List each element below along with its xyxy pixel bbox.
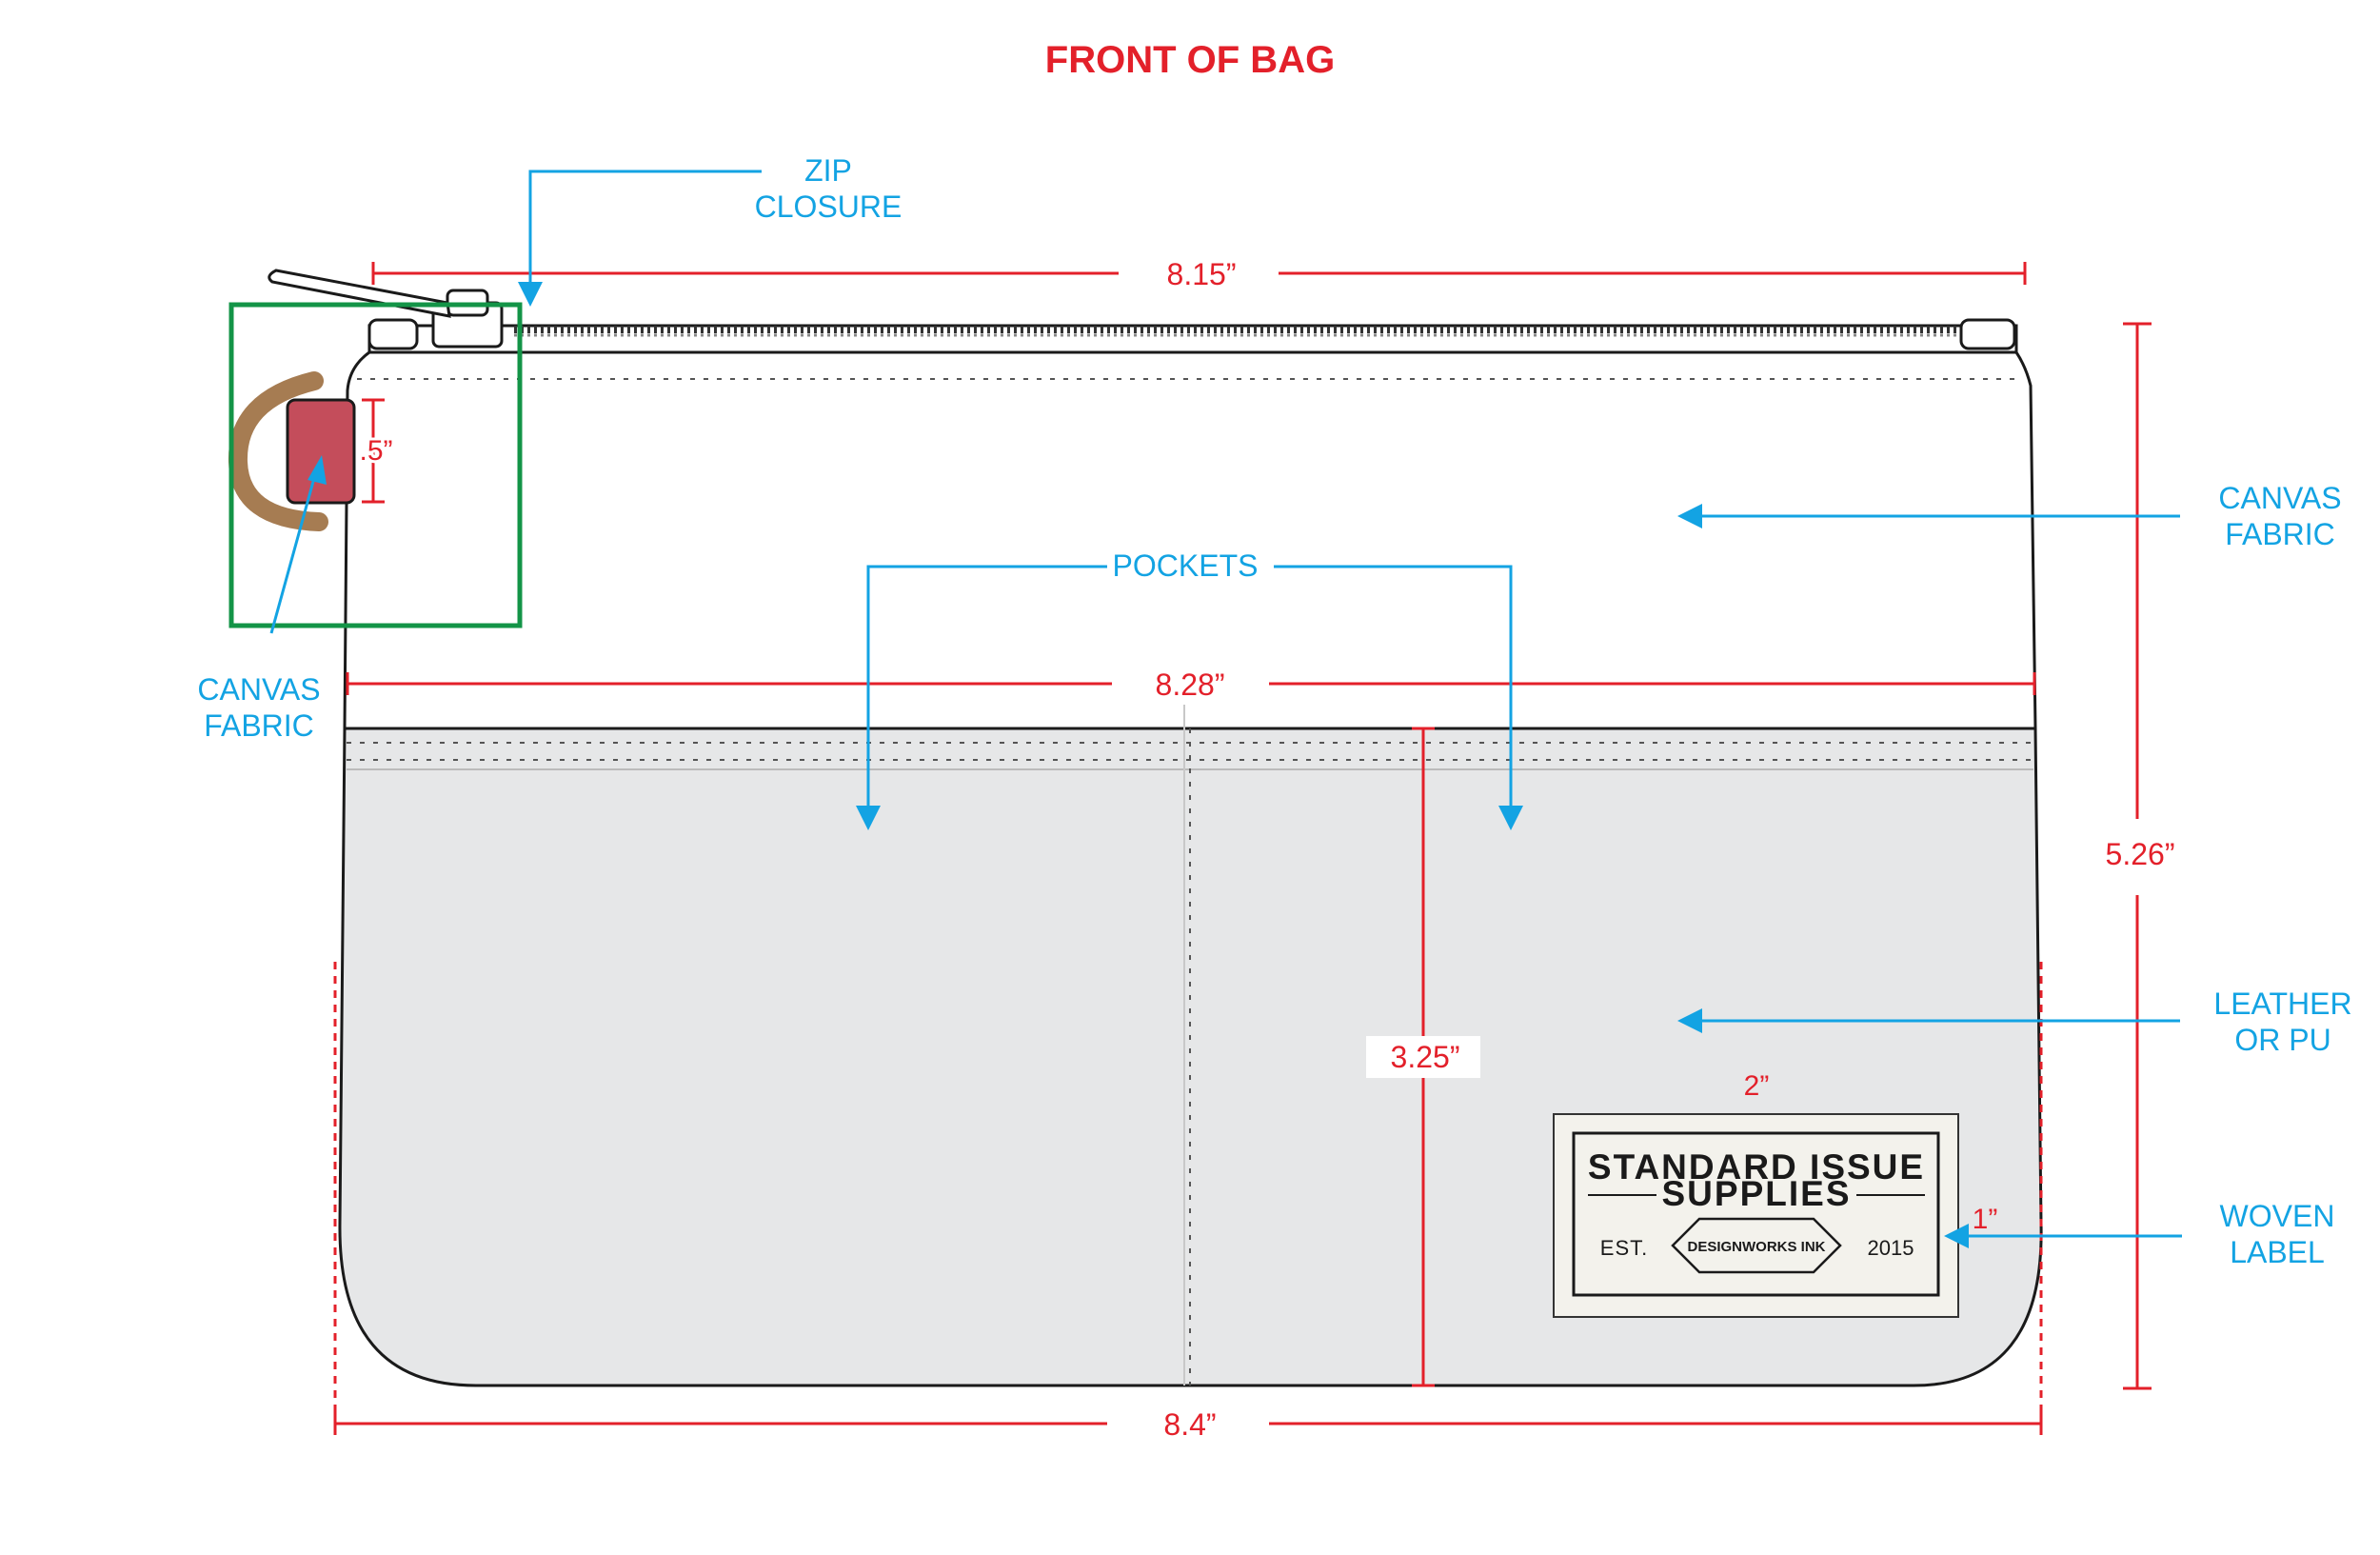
arrow-head (307, 455, 327, 485)
d-ring-tab (228, 371, 356, 531)
callout-woven-line1: WOVEN (2220, 1199, 2335, 1233)
dim-total-height-label: 5.26” (2106, 837, 2175, 871)
callout-canvas-left-line2: FABRIC (204, 708, 314, 743)
dim-tab-height: .5” (356, 398, 396, 504)
dim-bottom-width: 8.4” (333, 962, 2043, 1442)
callout-canvas-fabric-left: CANVAS FABRIC (197, 455, 327, 743)
bag-outline (338, 350, 2043, 1387)
dim-zip-width-label: 8.15” (1167, 257, 1237, 291)
woven-label-est: EST. (1600, 1236, 1648, 1260)
dim-pocket-height-label: 3.25” (1391, 1040, 1460, 1074)
callout-canvas-right-line2: FABRIC (2225, 517, 2335, 551)
callout-canvas-fabric-right: CANVAS FABRIC (1677, 481, 2342, 551)
dim-label-width-label: 2” (1744, 1070, 1770, 1102)
callout-leather-line2: OR PU (2234, 1023, 2330, 1057)
callout-pockets-label: POCKETS (1113, 548, 1259, 583)
callout-leather-line1: LEATHER (2213, 987, 2351, 1021)
zipper-end-right (1959, 318, 2016, 350)
dim-pocket-height-bg (1366, 1036, 1480, 1078)
callout-zip-closure: ZIP CLOSURE (518, 153, 902, 307)
woven-label-line1: STANDARD ISSUE (1588, 1147, 1925, 1186)
zipper-end-left (367, 318, 419, 350)
callout-pockets: POCKETS (856, 548, 1523, 830)
callout-canvas-left-line1: CANVAS (197, 672, 320, 707)
woven-label-inner (1572, 1131, 1940, 1297)
arrow-head (518, 282, 543, 307)
fabric-tab (286, 398, 356, 505)
dim-pocket-height: 3.25” (1366, 727, 1480, 1387)
woven-label-outer (1553, 1113, 1959, 1318)
arrow-head (1677, 504, 1702, 528)
woven-label-badge (1671, 1217, 1842, 1274)
arrow-head (1677, 1008, 1702, 1033)
callout-zip-closure-line2: CLOSURE (755, 189, 902, 224)
callout-leather-or-pu: LEATHER OR PU (1677, 987, 2352, 1057)
dim-tab-height-label: .5” (359, 435, 392, 467)
dim-bottom-width-label: 8.4” (1163, 1407, 1216, 1442)
woven-label: STANDARD ISSUE SUPPLIES DESIGNWORKS INK … (1553, 1113, 1959, 1318)
detail-highlight-box (228, 302, 523, 628)
arrow-head (1498, 806, 1523, 830)
woven-label-badge-text: DESIGNWORKS INK (1687, 1239, 1825, 1255)
dim-mid-width-label: 8.28” (1156, 668, 1225, 702)
arrow-head (1944, 1224, 1969, 1248)
callout-woven-label: WOVEN LABEL (1944, 1199, 2334, 1269)
arrow-head (856, 806, 881, 830)
woven-label-line2: SUPPLIES (1662, 1174, 1852, 1213)
callout-canvas-right-line1: CANVAS (2218, 481, 2341, 515)
diagram-title: FRONT OF BAG (1045, 39, 1335, 81)
dim-mid-width: 8.28” (346, 668, 2036, 702)
dim-zip-width: 8.15” (371, 257, 2027, 291)
callout-woven-line2: LABEL (2230, 1235, 2325, 1269)
dim-total-height: 5.26” (2106, 322, 2175, 1390)
dim-label-height-label: 1” (1973, 1204, 1998, 1235)
callout-zip-closure-line1: ZIP (804, 153, 852, 188)
d-ring-icon (228, 371, 328, 531)
woven-label-year: 2015 (1868, 1236, 1914, 1260)
